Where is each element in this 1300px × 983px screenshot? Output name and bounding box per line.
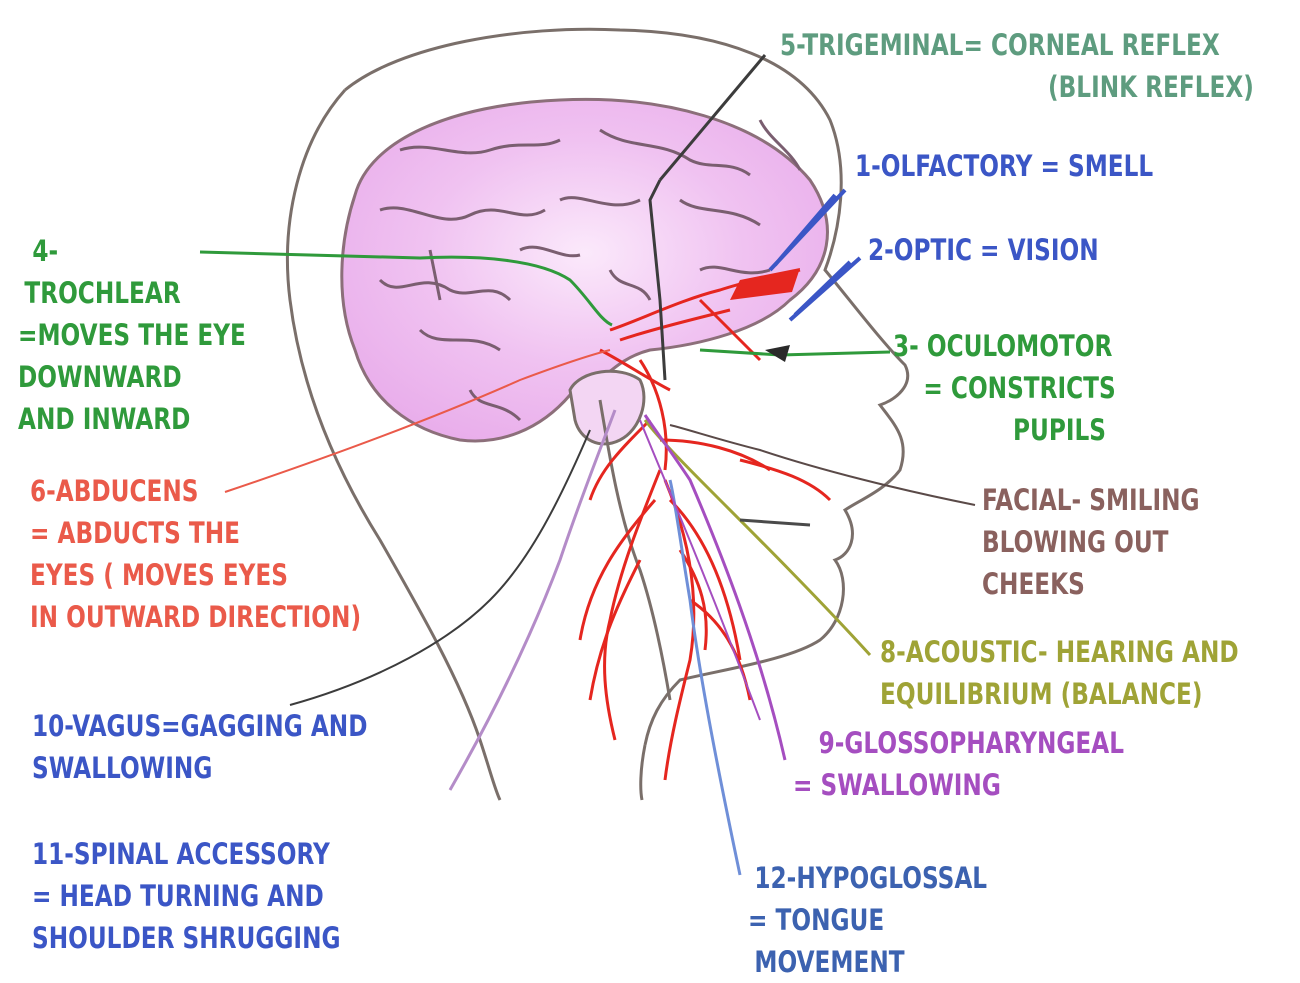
vagus-label: 10-VAGUS=GAGGING AND SWALLOWING	[32, 705, 367, 789]
vagus-line-1: 10-VAGUS=GAGGING AND	[32, 705, 367, 747]
hypoglossal-line-1: 12-HYPOGLOSSAL	[748, 857, 987, 899]
trigeminal-line-1: 5-TRIGEMINAL= CORNEAL REFLEX	[780, 24, 1254, 66]
vagus-line-2: SWALLOWING	[32, 747, 367, 789]
neck-outline	[641, 745, 645, 800]
trochlear-label: 4- TROCHLEAR =MOVES THE EYE DOWNWARD AND…	[18, 230, 246, 440]
oculomotor-line-1: 3- OCULOMOTOR	[893, 325, 1116, 367]
abducens-line-3: EYES ( MOVES EYES	[30, 554, 361, 596]
glossopharyngeal-label: 9-GLOSSOPHARYNGEAL = SWALLOWING	[793, 722, 1124, 806]
chin-line	[740, 520, 810, 525]
glossopharyngeal-line-2: = SWALLOWING	[793, 764, 1124, 806]
acoustic-line-1: 8-ACOUSTIC- HEARING AND	[880, 631, 1239, 673]
trigeminal-line-2: (BLINK REFLEX)	[780, 66, 1254, 108]
oculomotor-line-2: = CONSTRICTS	[893, 367, 1116, 409]
trochlear-line-4: DOWNWARD	[18, 356, 246, 398]
trochlear-line-3: =MOVES THE EYE	[18, 314, 246, 356]
facial-line-3: CHEEKS	[982, 563, 1200, 605]
spinal-accessory-line-2: = HEAD TURNING AND	[32, 875, 341, 917]
hypoglossal-leader	[670, 480, 740, 875]
abducens-line-2: = ABDUCTS THE	[30, 512, 361, 554]
brainstem	[600, 400, 670, 700]
facial-line-1: FACIAL- SMILING	[982, 479, 1200, 521]
hypoglossal-label: 12-HYPOGLOSSAL = TONGUE MOVEMENT	[748, 857, 987, 983]
facial-line-2: BLOWING OUT	[982, 521, 1200, 563]
oculomotor-line-3: PUPILS	[893, 409, 1116, 451]
acoustic-label: 8-ACOUSTIC- HEARING AND EQUILIBRIUM (BAL…	[880, 631, 1239, 715]
olfactory-label: 1-OLFACTORY = SMELL	[855, 145, 1153, 187]
hypoglossal-line-2: = TONGUE	[748, 899, 987, 941]
trigeminal-label: 5-TRIGEMINAL= CORNEAL REFLEX (BLINK REFL…	[780, 24, 1254, 108]
spinal-accessory-label: 11-SPINAL ACCESSORY = HEAD TURNING AND S…	[32, 833, 341, 959]
optic-label: 2-OPTIC = VISION	[868, 229, 1099, 271]
hypoglossal-line-3: MOVEMENT	[748, 941, 987, 983]
abducens-line-1: 6-ABDUCENS	[30, 470, 361, 512]
optic-line-1: 2-OPTIC = VISION	[868, 229, 1099, 271]
olfactory-line-1: 1-OLFACTORY = SMELL	[855, 145, 1153, 187]
spinal-accessory-line-1: 11-SPINAL ACCESSORY	[32, 833, 341, 875]
acoustic-line-2: EQUILIBRIUM (BALANCE)	[880, 673, 1239, 715]
trochlear-line-5: AND INWARD	[18, 398, 246, 440]
trochlear-line-1: 4-	[18, 230, 246, 272]
trochlear-line-2: TROCHLEAR	[18, 272, 246, 314]
oculomotor-label: 3- OCULOMOTOR = CONSTRICTS PUPILS	[893, 325, 1116, 451]
abducens-line-4: IN OUTWARD DIRECTION)	[30, 596, 361, 638]
oculomotor-leader	[700, 350, 890, 355]
facial-label: FACIAL- SMILING BLOWING OUT CHEEKS	[982, 479, 1200, 605]
abducens-label: 6-ABDUCENS = ABDUCTS THE EYES ( MOVES EY…	[30, 470, 361, 638]
spinal-accessory-line-3: SHOULDER SHRUGGING	[32, 917, 341, 959]
glossopharyngeal-line-1: 9-GLOSSOPHARYNGEAL	[793, 722, 1124, 764]
